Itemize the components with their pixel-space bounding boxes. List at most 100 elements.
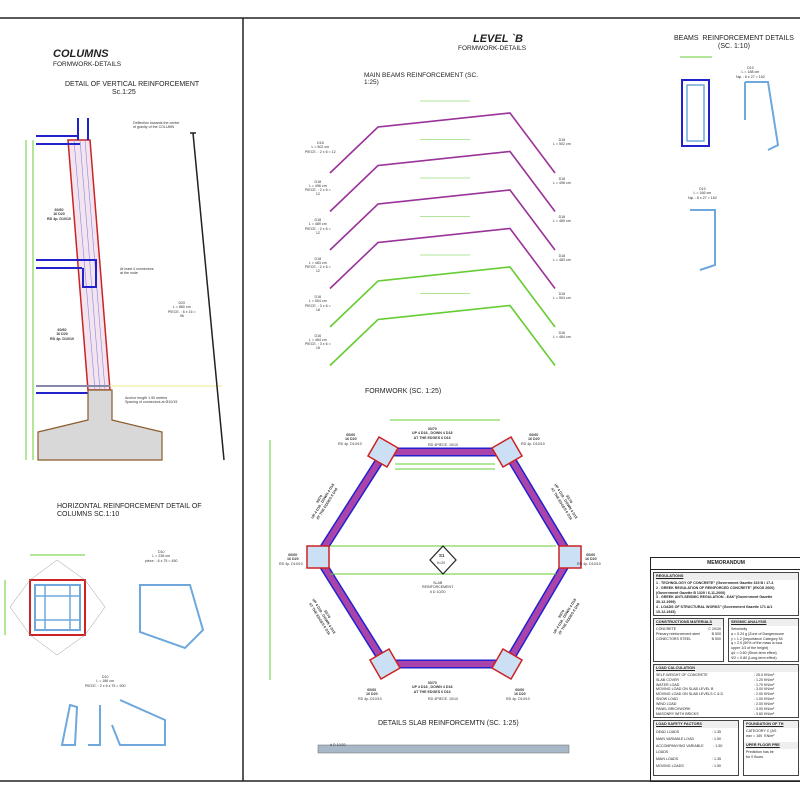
loads-name: WATER LOAD xyxy=(656,682,680,687)
stirrup-shape xyxy=(744,81,780,151)
column-label-tr: 60/60 16 D20 xyxy=(528,433,540,442)
main-beam-bar xyxy=(329,189,556,251)
column-label-upper: 60/60 16 D20 RD 4p. D10/10 xyxy=(47,208,71,221)
loads-row: MOVING LOAD ON SLAB LEVEL B: 3.00 KN/m² xyxy=(656,687,796,692)
material-name: CONCRETE xyxy=(656,626,677,631)
loads-name: SELF-WEIGHT OF CONCRETE xyxy=(656,672,708,677)
beam-stirrup-1-label: D10 L = 188 cm Νφ. : 6 x 27 = 162 xyxy=(736,66,765,79)
safety-name: MAIN LOADS xyxy=(656,757,679,762)
main-beam-bar xyxy=(329,304,556,367)
beam-label-left: D16 L = 504 cm PIECE. : 3 x 6 = 18 xyxy=(305,295,331,312)
loads-name: SLAB COVER xyxy=(656,677,679,682)
loads-value: : 3.00 KN/m² xyxy=(754,687,775,692)
seismic-title: SEISMIC ANALYSIS xyxy=(729,618,798,626)
loads-value: : 1.00 KN/m² xyxy=(754,697,775,702)
loads-value: : 3.60 KN/m² xyxy=(754,711,775,716)
memorandum-title: MEMORANDUM xyxy=(651,558,800,570)
foundation-title: FOUNDATION OF TH xyxy=(744,720,798,728)
memorandum-panel: MEMORANDUM REGULATIONS 1 . TECHNOLOGY OF… xyxy=(650,557,800,782)
stirrup-shape xyxy=(60,703,101,746)
beam-label-right: D18 L = 502 cm xyxy=(553,138,571,147)
beam-section-detail xyxy=(680,56,780,271)
beam-label-right: D18 L = 489 cm xyxy=(553,215,571,224)
slab-details-title: DETAILS SLAB REINFORCEMTN (SC. 1:25) xyxy=(378,720,519,727)
main-beams-title: MAIN BEAMS REINFORCEMENT (SC. 1:25) xyxy=(364,72,479,87)
stirrup-shape xyxy=(139,584,205,650)
safety-value: : 1.50 xyxy=(712,764,721,769)
column-label-lower: 60/60 16 D20 RD 4p. D10/10 xyxy=(50,328,74,341)
loads-name: MOVING LOAD ON SLAB LEVELS C & D xyxy=(656,692,724,697)
beam-label-right: D16 L = 504 cm xyxy=(553,292,571,301)
columns-title: COLUMNS xyxy=(53,48,109,60)
anchor-note: Anchor length 1.90 meters Spacing of con… xyxy=(125,396,178,405)
slab-tag: S1 xyxy=(439,553,445,558)
material-value: B 500 xyxy=(711,631,721,636)
slab-reinforcement-label: SLAB REINFORCEMENT # D 10/20 xyxy=(422,581,454,594)
column-label-l: 60/60 16 D20 xyxy=(287,553,299,562)
loads-row: PANEL BRICKWORK: 3.00 KN/m² xyxy=(656,707,796,712)
column-sub-bl: RD 4p. D10/10 xyxy=(358,697,382,701)
column-c1 xyxy=(368,647,402,681)
loads-value: : 25.0 KN/m³ xyxy=(754,672,775,677)
stirrup-shape xyxy=(111,699,166,746)
bar-shape xyxy=(192,132,225,461)
loads-name: SNOW LOAD xyxy=(656,697,678,702)
column-c1 xyxy=(306,545,330,569)
column-c1 xyxy=(490,435,524,469)
beam-stirrup-2-label: D10 L = 166 cm Νφ. : 6 x 27 = 162 xyxy=(688,187,717,200)
horizontal-reinforcement-title: HORIZONTAL REINFORCEMENT DETAIL OF COLUM… xyxy=(57,503,202,519)
formwork-title: FORMWORK (SC. 1:25) xyxy=(365,388,442,395)
column-label-r: 60/60 16 D20 xyxy=(585,553,597,562)
regulations-title: REGULATIONS xyxy=(654,572,798,580)
material-value: B 500 xyxy=(711,636,721,641)
loads-row: SLAB COVER : 1.20 KN/m² xyxy=(656,678,796,683)
materials-title: CONSTRUCTIONS MATERIALS xyxy=(654,618,723,626)
upper-floor-text: Prediction has be for 0 floors. xyxy=(746,749,774,759)
safety-value: : 1.35 xyxy=(712,729,721,734)
column-label-tl: 60/60 16 D20 xyxy=(345,433,357,442)
column-body xyxy=(67,139,111,391)
footing xyxy=(37,389,163,461)
safety-value: : 1.50 xyxy=(712,736,721,741)
loads-row: WIND LOAD: 2.00 KN/m² xyxy=(656,702,796,707)
column-c1 xyxy=(558,545,582,569)
slab-tag-diamond xyxy=(429,545,457,575)
beam-sub-bottom: RD 4PIECE. 10/10 xyxy=(428,697,458,701)
beam-label-right: D16 L = 484 cm xyxy=(553,330,571,339)
horizontal-column-detail xyxy=(4,554,205,746)
loads-row: MOVING LOAD ON SLAB LEVELS C & D : 2.00 K… xyxy=(656,692,796,697)
material-value: C 20/30 xyxy=(708,626,721,631)
column-section xyxy=(29,579,86,636)
beam-label-bottom: 30/70 UP 4 D18 , DOWN 4 D18 AT THE EDGES… xyxy=(412,681,453,694)
level-subtitle: FORMWORK-DETAILS xyxy=(458,45,527,52)
loads-row: MASONRY WITH BRICKS: 3.60 KN/m² xyxy=(656,712,796,717)
safety-row: MAIN LOADS: 1.35 xyxy=(656,756,736,763)
column-label-bl: 60/60 16 D20 xyxy=(366,688,378,697)
column-sub-tl: RD 4p. D10/10 xyxy=(338,442,362,446)
safety-row: ACCOMPANYING VARIABLE LOADS: 1.50 xyxy=(656,743,736,757)
loads-value: : 2.00 KN/m² xyxy=(754,692,775,697)
main-beam-bar xyxy=(329,227,556,290)
connectors-note: At least 4 connectors at the node xyxy=(120,267,154,276)
stirrup-2-label: D10 L = 186 cm PIECE. : 2 x 6 x 75 = 900 xyxy=(85,675,126,688)
regulations-text: 1 . TECHNOLOGY OF CONCRETE" (Government … xyxy=(656,580,775,614)
loads-value: : 1.20 KN/m² xyxy=(754,677,775,682)
loads-row: SNOW LOAD : 1.00 KN/m² xyxy=(656,697,796,702)
column-sub-tr: RD 4p. D10/10 xyxy=(521,442,545,446)
vertical-reinforcement-scale: Sc.1:25 xyxy=(112,89,136,96)
beam-label-left: D18 L = 483 cm PIECE. : 2 x 6 = 12 xyxy=(305,256,331,274)
beam-label-left: D18 L = 502 cm PIECE. : 2 x 6 = 12 xyxy=(305,141,336,154)
loads-row: WATER LOAD: 1.70 KN/m² xyxy=(656,683,796,688)
loads-row: SELF-WEIGHT OF CONCRETE : 25.0 KN/m³ xyxy=(656,673,796,678)
columns-subtitle: FORMWORK-DETAILS xyxy=(53,61,122,68)
main-beam-bar xyxy=(329,150,556,213)
safety-row: MOVING LOADS: 1.50 xyxy=(656,763,736,770)
load-calculation-title: LOAD CALCULATION xyxy=(654,664,798,672)
safety-name: MAIN VARIABLE LOAD xyxy=(656,736,695,741)
loads-value: : 2.00 KN/m² xyxy=(754,701,775,706)
main-beam-bar xyxy=(329,112,556,174)
